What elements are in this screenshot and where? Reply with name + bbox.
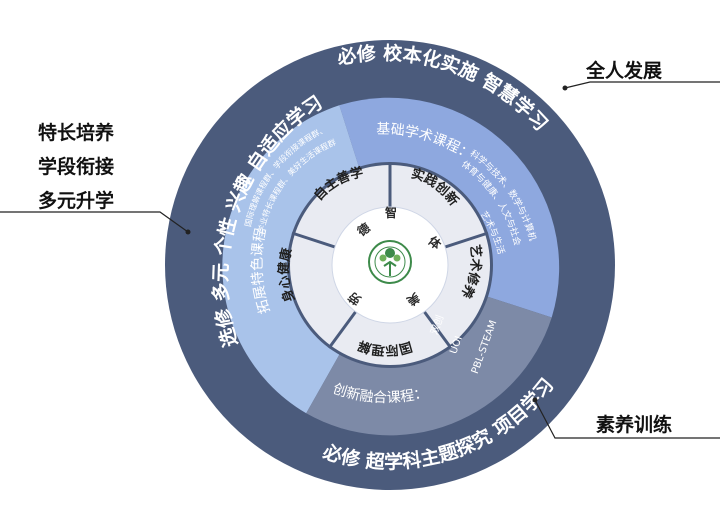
side-label-transition: 学段衔接 bbox=[38, 156, 115, 178]
school-logo bbox=[368, 240, 412, 284]
leader-dot bbox=[562, 85, 568, 91]
side-label-talent: 特长培养 bbox=[38, 122, 115, 144]
side-label-advancement: 多元升学 bbox=[38, 190, 115, 212]
side-label-literacy: 素养训练 bbox=[596, 414, 673, 436]
leader-dot bbox=[185, 229, 191, 235]
leader-dot bbox=[532, 397, 538, 403]
center-word-zhi: 智 bbox=[384, 205, 397, 220]
leader-lines bbox=[0, 81, 720, 439]
side-label-holistic: 全人发展 bbox=[586, 60, 663, 82]
